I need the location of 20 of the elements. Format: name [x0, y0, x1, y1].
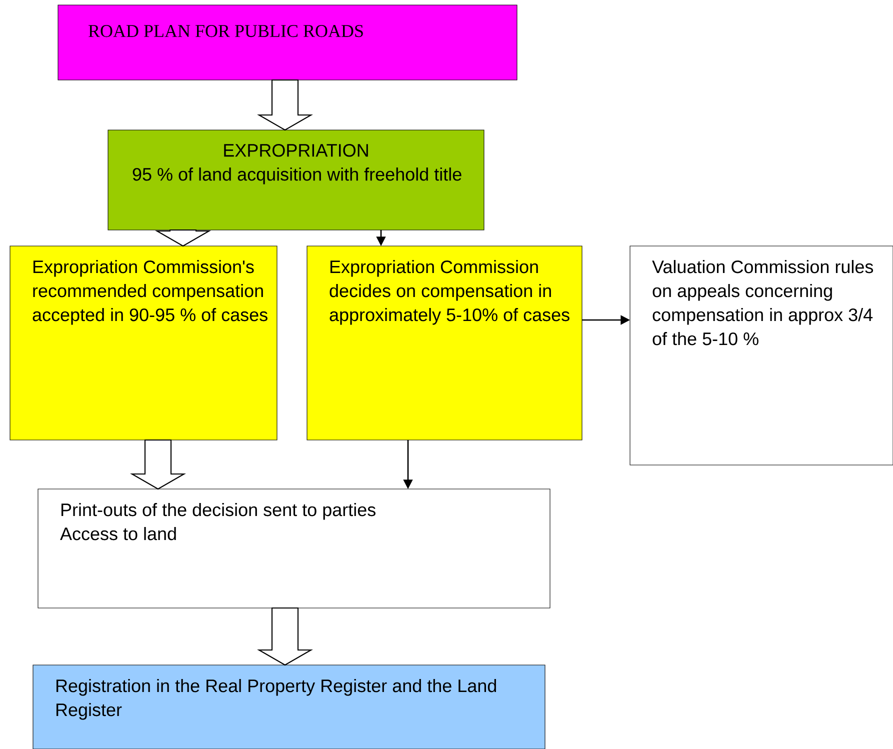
- process-box: [108, 130, 484, 230]
- process-box: [32, 664, 546, 749]
- node-text: Print-outs of the decision sent to parties: [62, 503, 376, 520]
- node-text: Valuation Commission rules on appeals concerning compensation in approx 3/4 of the 5-10 %: [652, 260, 874, 346]
- node-text: Expropriation Commission decides on compensation in approximately 5-10% of cases: [330, 260, 570, 325]
- block-arrow: [155, 229, 211, 247]
- process-box: [306, 246, 582, 440]
- process-box: [630, 246, 893, 466]
- process-box: [10, 246, 278, 440]
- block-arrow: [257, 79, 313, 131]
- node-text: Access to land: [60, 527, 176, 540]
- block-arrow: [130, 439, 186, 490]
- node-text: Registration in the Real Property Register and the Land Register: [56, 679, 496, 720]
- process-box: [58, 4, 518, 80]
- node-text: ROAD PLAN FOR PUBLIC ROADS: [88, 25, 363, 38]
- node-heading: EXPROPRIATION: [224, 144, 368, 157]
- block-arrow: [257, 607, 313, 666]
- process-box: [38, 488, 550, 608]
- node-text: 95 % of land acquisition with freehold title: [132, 168, 462, 184]
- node-text: Expropriation Commission's recommended compensation accepted in 90-95 % of cases: [32, 260, 268, 325]
